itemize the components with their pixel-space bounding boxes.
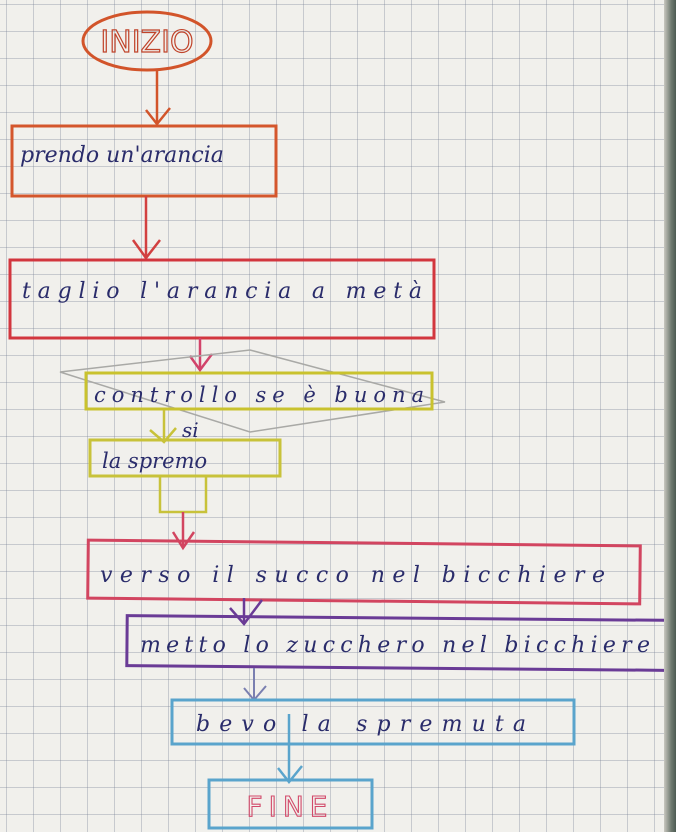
start-oval xyxy=(81,10,213,72)
step-1: prendo un'arancia xyxy=(10,124,278,198)
step-1-label: prendo un'arancia xyxy=(20,143,224,168)
step-3-box xyxy=(88,438,282,478)
step-3-label: la spremo xyxy=(102,449,207,473)
start-node: INIZIO xyxy=(81,10,213,72)
step-3: la spremo xyxy=(88,438,282,478)
step-4-box xyxy=(86,538,642,606)
arrow-step1-to-step2 xyxy=(131,196,161,261)
step-2-label: taglio l'arancia a metà xyxy=(22,279,422,304)
arrow-start-to-step1 xyxy=(145,71,171,127)
step-5-box xyxy=(125,614,664,672)
step-5-label: metto lo zucchero nel bicchiere xyxy=(140,633,650,658)
decision-label: controllo se è buona xyxy=(94,383,424,407)
arrow-step6-to-end xyxy=(277,714,303,785)
yes-label: si xyxy=(182,418,199,442)
end-box xyxy=(207,778,374,830)
yes-branch: si xyxy=(149,410,199,444)
decision-node: controllo se è buona xyxy=(59,349,446,433)
arrow-step3-to-step4 xyxy=(158,476,208,551)
arrow-step5-to-step6 xyxy=(243,668,267,702)
step-5: metto lo zucchero nel bicchiere xyxy=(125,614,664,672)
step-6-box xyxy=(170,698,576,746)
step-6: bevo la spremuta xyxy=(170,698,576,746)
decision-box xyxy=(84,371,434,411)
start-label: INIZIO xyxy=(100,25,193,60)
arrow-step4-to-step5 xyxy=(229,598,263,626)
step-6-label: bevo la spremuta xyxy=(196,712,526,737)
decision-diamond xyxy=(59,349,446,433)
step-2-box xyxy=(8,258,436,340)
step-2: taglio l'arancia a metà xyxy=(8,258,436,340)
step-1-box xyxy=(10,124,278,198)
step-4-label: verso il succo nel bicchiere xyxy=(100,563,605,588)
end-node: FINE xyxy=(207,778,374,830)
end-label: FINE xyxy=(247,790,334,823)
step-4: verso il succo nel bicchiere xyxy=(86,538,642,606)
arrow-step2-to-decision xyxy=(188,338,213,373)
notebook-edge xyxy=(664,0,676,832)
